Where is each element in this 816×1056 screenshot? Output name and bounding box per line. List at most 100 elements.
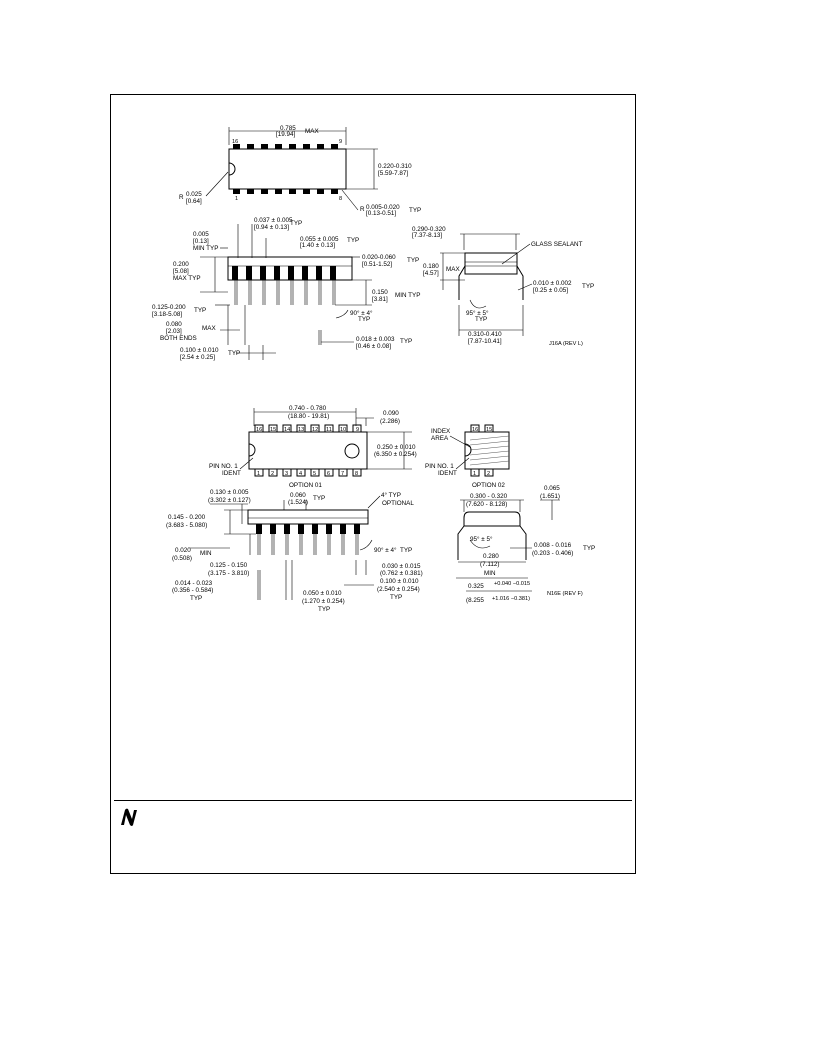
n16e-opt2-pin-16: 16 <box>472 427 478 433</box>
j16a-standoff: 0.020-0.060 <box>362 254 396 261</box>
n16e-top-dim-mm: (3.302 ± 0.127) <box>208 497 251 504</box>
j16a-pin8-label: 8 <box>339 196 342 202</box>
j16a-pin16-label: 16 <box>232 139 238 145</box>
n16e-lead-angle-typ: TYP <box>400 547 412 554</box>
n16e-max-span: 0.325 <box>468 583 484 590</box>
j16a-height: 0.200 <box>173 261 189 268</box>
j16a-seat-mm: [3.81] <box>372 296 388 303</box>
n16e-area-label: AREA <box>431 435 449 442</box>
n16e-pin-7: 7 <box>341 471 344 477</box>
n16e-side-gap-mm: (1.651) <box>540 493 560 500</box>
j16a-notch-r: R <box>179 194 184 201</box>
j16a-end-radius-mm: [0.13-0.51] <box>366 210 396 217</box>
n16e-lead-dia-typ: TYP <box>190 595 202 602</box>
n16e-pitch: 0.100 ± 0.010 <box>380 578 419 585</box>
j16a-lead-thk-mm: [0.25 ± 0.05] <box>533 287 568 294</box>
n16e-lead-w-mm: (1.524) <box>288 499 308 506</box>
j16a-both-ends: BOTH ENDS <box>160 335 197 342</box>
j16a-min-offset-typ: MIN TYP <box>193 245 218 252</box>
n16e-width-mm: (6.350 ± 0.254) <box>374 451 417 458</box>
j16a-lead-len: 0.125-0.200 <box>152 304 186 311</box>
j16a-end-dim-mm: [2.03] <box>166 328 182 335</box>
j16a-pitch: 0.100 ± 0.010 <box>180 347 219 354</box>
n16e-opt2-pin-2: 2 <box>487 471 490 477</box>
j16a-lead-thk-typ: TYP <box>582 283 594 290</box>
j16a-body-width-mm: [5.59-7.87] <box>378 170 408 177</box>
n16e-lead-len: 0.125 - 0.150 <box>210 562 248 569</box>
j16a-notch-radius-mm: [0.64] <box>186 198 202 205</box>
n16e-lead-len-mm: (3.175 - 3.810) <box>208 570 249 577</box>
n16e-pin1-ident2: PIN NO. 1 <box>425 463 454 470</box>
j16a-standoff-typ: TYP <box>407 257 419 264</box>
n16e-pin-6: 6 <box>327 471 330 477</box>
j16a-height-mm: [5.08] <box>173 268 189 275</box>
j16a-lead-width-typ: TYP <box>290 220 302 227</box>
n16e-foot: 0.030 ± 0.015 <box>382 563 421 570</box>
j16a-end-dim-max: MAX <box>202 325 216 332</box>
n16e-pin-15: 15 <box>270 427 276 433</box>
n16e-min-span-mm: (7.112) <box>480 561 499 568</box>
n16e-side-view: 0.130 ± 0.005 (3.302 ± 0.127) 0.060 (1.5… <box>166 489 423 613</box>
n16e-index-label: INDEX <box>431 428 451 435</box>
n16e-min-seat-min: MIN <box>200 550 212 557</box>
j16a-pitch-typ: TYP <box>228 350 240 357</box>
n16e-top-pin-row: 16 15 14 13 12 11 10 9 <box>254 424 362 433</box>
footer-rule <box>114 800 632 801</box>
j16a-angle: 90° ± 4° <box>350 309 373 317</box>
n16e-end-view: 0.300 - 0.320 (7.620 - 8.128) 0.065 (1.6… <box>456 485 595 604</box>
n16e-lead-thk-mm: (0.203 - 0.406) <box>532 550 573 557</box>
j16a-foot-span-mm: [7.87-10.41] <box>468 338 502 345</box>
j16a-seat: 0.150 <box>372 289 388 296</box>
j16a-lead-width2: 0.055 ± 0.005 <box>300 236 339 243</box>
j16a-lead-width2-mm: [1.40 ± 0.13] <box>300 242 335 249</box>
j16a-side-height-mm: [4.57] <box>423 270 439 277</box>
n16e-body-h-mm: (3.683 - 5.080) <box>166 522 207 529</box>
n16e-lead-angle: 90° ± 4° <box>374 546 397 554</box>
n16e-pitch-mm: (2.540 ± 0.254) <box>377 586 420 593</box>
n16e-pin-11: 11 <box>326 427 332 433</box>
n16e-lead-thk-typ: TYP <box>583 545 595 552</box>
n16e-pin-2: 2 <box>271 471 274 477</box>
j16a-side-height: 0.180 <box>423 263 439 270</box>
j16a-min-offset-mm: [0.13] <box>193 238 209 245</box>
n16e-pin-1: 1 <box>257 471 260 477</box>
n16e-lead-w-typ: TYP <box>313 495 325 502</box>
j16a-end-dim: 0.080 <box>166 321 182 328</box>
drawing-frame <box>110 94 636 874</box>
n16e-ident: IDENT <box>222 470 241 477</box>
n16e-side-gap: 0.065 <box>544 485 560 492</box>
n16e-foot-mm: (0.762 ± 0.381) <box>380 570 423 577</box>
n16e-pin-14: 14 <box>284 427 290 433</box>
n16e-side-angle: 95° ± 5° <box>470 535 493 543</box>
n16e-pin1-ident: PIN NO. 1 <box>209 463 238 470</box>
j16a-glass-sealant: GLASS SEALANT <box>531 241 583 248</box>
j16a-pin9-label: 9 <box>339 139 342 145</box>
j16a-pin1-label: 1 <box>235 196 238 202</box>
j16a-side-angle-typ: TYP <box>475 316 487 323</box>
n16e-body-h: 0.145 - 0.200 <box>168 514 206 521</box>
j16a-side-angle: 95° ± 5° <box>466 309 489 317</box>
j16a-angle-typ: TYP <box>358 316 370 323</box>
j16a-side-view: 0.037 ± 0.005 [0.94 ± 0.13] TYP 0.055 ± … <box>152 217 420 361</box>
j16a-overall-length: 0.785 <box>280 125 296 132</box>
j16a-row-span: 0.290-0.320 <box>412 226 446 233</box>
n16e-top-view-option01: 0.740 - 0.780 (18.80 - 19.81) 0.090 (2.2… <box>209 405 417 489</box>
n16e-lead-dia: 0.014 - 0.023 <box>175 580 213 587</box>
n16e-min-span: 0.280 <box>483 553 499 560</box>
j16a-overall-length-mm: [19.94] <box>276 131 296 138</box>
n16e-pin-9: 9 <box>356 427 359 433</box>
n16e-shoulder-typ: TYP <box>318 606 330 613</box>
n16e-min-span-min: MIN <box>484 570 496 577</box>
n16e-opt2-pin-1: 1 <box>473 471 476 477</box>
j16a-seat-min-typ: MIN TYP <box>395 292 420 299</box>
j16a-standoff-mm: [0.51-1.52] <box>362 261 392 268</box>
n16e-lead-dia-mm: (0.356 - 0.584) <box>172 587 213 594</box>
n16e-top-view-option02: INDEX AREA 16 15 1 2 PIN NO. 1 IDENT OPT… <box>425 424 510 489</box>
j16a-side-height-max: MAX <box>446 266 460 273</box>
j16a-lead-width-mm: [0.94 ± 0.13] <box>254 224 289 231</box>
n16e-lead-thk: 0.008 - 0.016 <box>534 542 572 549</box>
n16e-length-mm: (18.80 - 19.81) <box>288 413 329 420</box>
j16a-lead-dia: 0.018 ± 0.003 <box>356 336 395 343</box>
n16e-shoulder: 0.050 ± 0.010 <box>303 590 342 597</box>
n16e-pin-12: 12 <box>312 427 318 433</box>
